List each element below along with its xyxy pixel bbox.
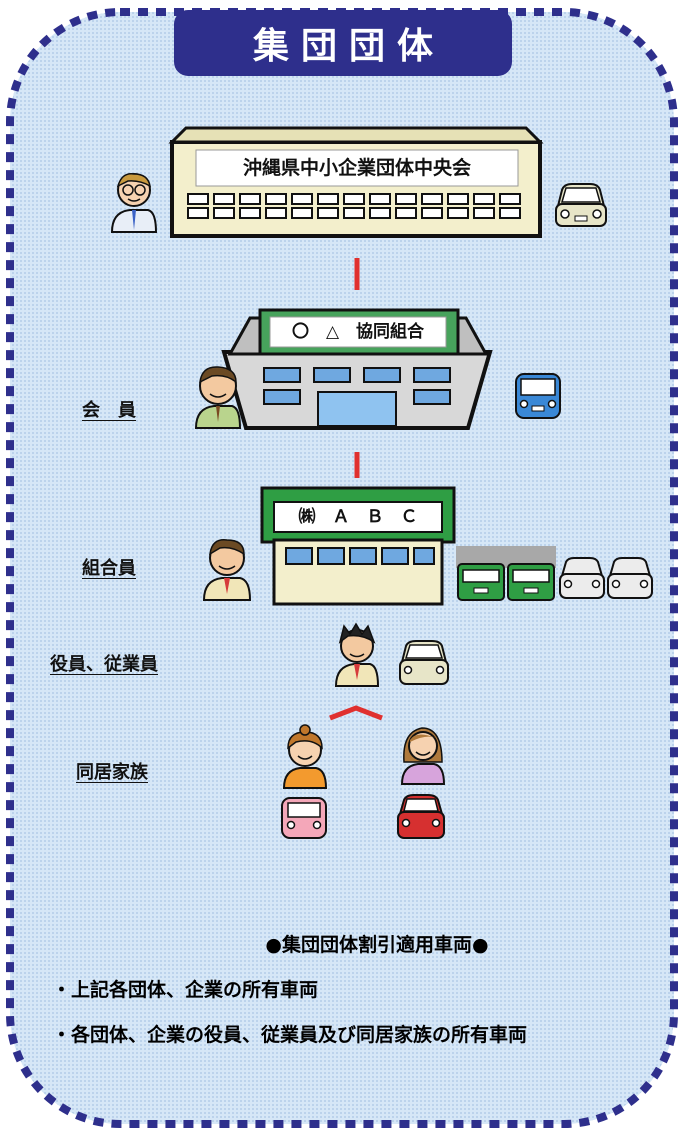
notes-item: ・各団体、企業の役員、従業員及び同居家族の所有車両 xyxy=(52,1020,662,1047)
title-banner: 集団団体 xyxy=(174,10,512,76)
central-car xyxy=(555,183,607,227)
family-person-1 xyxy=(282,724,328,789)
notes-item: ・上記各団体、企業の所有車両 xyxy=(52,975,662,1002)
label-union-member: 組合員 xyxy=(82,558,136,579)
member-person xyxy=(194,366,242,429)
central-staff-person xyxy=(110,173,158,233)
label-member: 会 員 xyxy=(82,400,136,421)
cooperative-building xyxy=(221,308,493,430)
notes-item-text: 各団体、企業の役員、従業員及び同居家族の所有車両 xyxy=(71,1024,528,1046)
central-association-building xyxy=(168,126,544,238)
connector-chevron xyxy=(329,705,383,721)
officer-car xyxy=(399,640,449,685)
page-title: 集団団体 xyxy=(252,26,445,67)
company-car-2 xyxy=(607,557,653,599)
central-association-name: 沖縄県中小企業団体中央会 xyxy=(242,157,471,179)
company-name: ㈱ Ａ Ｂ Ｃ xyxy=(298,507,418,527)
label-family: 同居家族 xyxy=(76,762,148,783)
company-building xyxy=(260,486,456,606)
family-car-red xyxy=(397,794,445,839)
central-building-windows xyxy=(187,193,521,219)
officer-person xyxy=(334,622,380,687)
union-member-person xyxy=(202,539,252,601)
company-truck-1 xyxy=(456,546,506,601)
discount-notes: ●集団団体割引適用車両● ・上記各団体、企業の所有車両 ・各団体、企業の役員、従… xyxy=(52,930,662,1047)
notes-item-text: 上記各団体、企業の所有車両 xyxy=(71,979,319,1001)
company-car-1 xyxy=(559,557,605,599)
company-truck-2 xyxy=(506,546,556,601)
notes-title: ●集団団体割引適用車両● xyxy=(265,934,489,956)
bullet: ・ xyxy=(52,979,72,1001)
cooperative-name: 〇 △ 協同組合 xyxy=(291,322,425,342)
bullet: ・ xyxy=(52,1024,72,1046)
member-car xyxy=(515,373,561,419)
family-person-2 xyxy=(400,727,446,785)
label-officers: 役員、従業員 xyxy=(50,654,158,675)
family-car-pink xyxy=(281,797,327,839)
